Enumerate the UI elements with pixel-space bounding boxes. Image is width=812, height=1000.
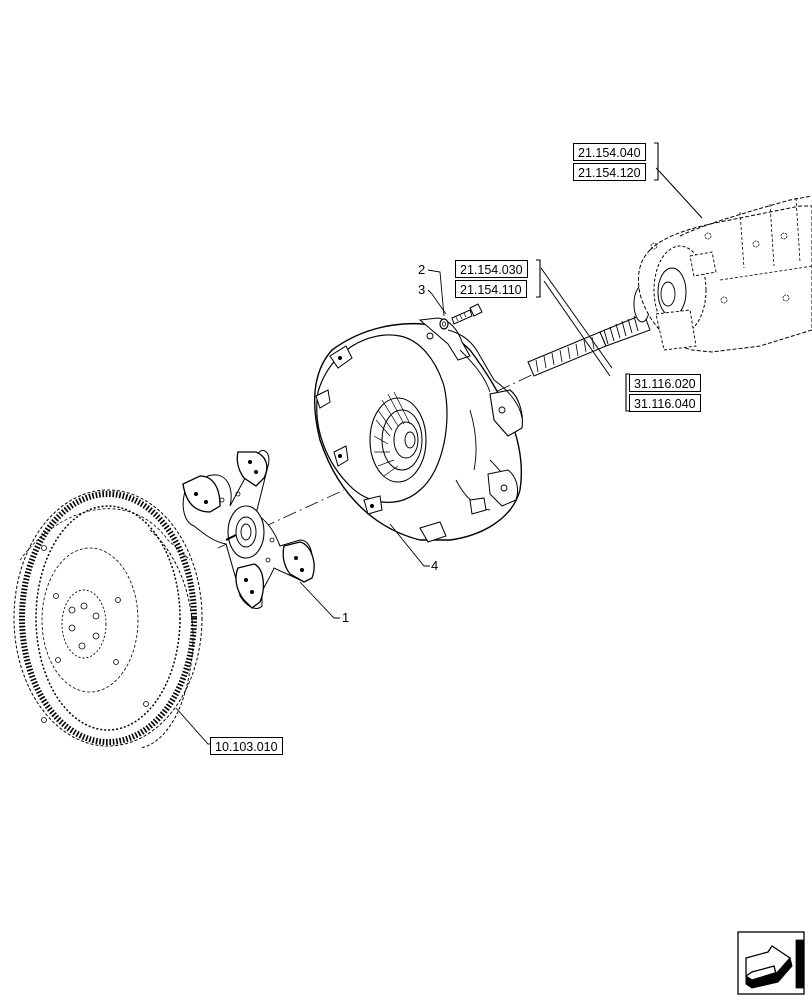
reference-box-21-154-040[interactable]: 21.154.040 (573, 143, 646, 161)
bolt-and-washer (439, 303, 483, 330)
callout-4: 4 (431, 558, 439, 573)
flywheel (13, 489, 203, 749)
callout-3: 3 (418, 282, 426, 297)
clutch-disc (182, 450, 315, 609)
input-shaft (527, 285, 651, 377)
arrow-icon[interactable] (737, 931, 805, 995)
gearbox-housing (637, 195, 812, 353)
reference-box-21-154-110[interactable]: 21.154.110 (455, 280, 527, 298)
reference-box-21-154-030[interactable]: 21.154.030 (455, 260, 528, 278)
reference-box-21-154-120[interactable]: 21.154.120 (573, 163, 646, 181)
callout-1: 1 (342, 610, 350, 625)
reference-box-31-116-020[interactable]: 31.116.020 (629, 374, 701, 392)
reference-brackets (536, 142, 659, 412)
reference-box-31-116-040[interactable]: 31.116.040 (629, 394, 701, 412)
clutch-pressure-plate (314, 317, 523, 543)
leader-lines (175, 167, 703, 745)
callout-2: 2 (418, 262, 426, 277)
reference-box-10-103-010[interactable]: 10.103.010 (210, 737, 283, 755)
